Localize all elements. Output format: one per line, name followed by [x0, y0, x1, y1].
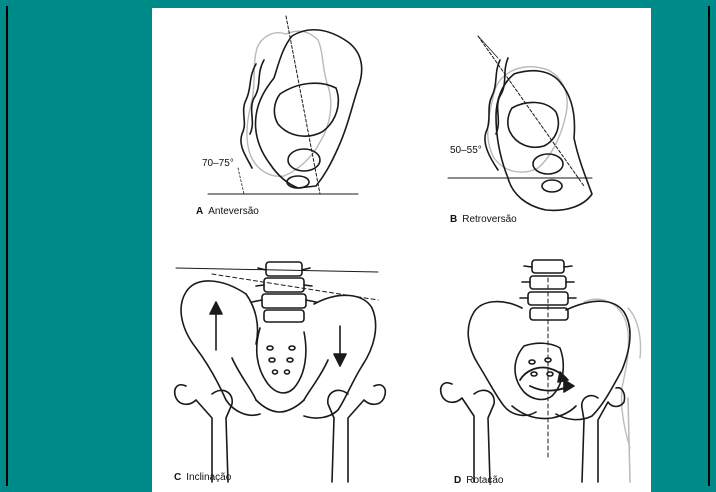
panel-b-label: Retroversão [462, 214, 516, 225]
panel-b-angle: 50–55° [450, 145, 482, 156]
panel-b-letter: B [450, 214, 457, 225]
panel-c-caption: C Inclinação [174, 472, 231, 483]
panel-a-angle: 70–75° [202, 158, 234, 169]
pelvis-figure [152, 8, 651, 492]
panel-d-label: Rotação [466, 475, 503, 486]
panel-d-caption: D Rotação [454, 475, 503, 486]
panel-c-drawing [175, 262, 386, 482]
panel-d-drawing [441, 260, 641, 482]
figure-page: 70–75° 50–55° A Anteversão B Retroversão C… [152, 8, 651, 492]
panel-c-letter: C [174, 472, 181, 483]
panel-a-letter: A [196, 206, 203, 217]
panel-b-drawing [448, 36, 592, 210]
panel-b-caption: B Retroversão [450, 214, 517, 225]
panel-a-label: Anteversão [208, 206, 259, 217]
panel-a-caption: A Anteversão [196, 206, 259, 217]
panel-d-letter: D [454, 475, 461, 486]
panel-c-label: Inclinação [186, 472, 231, 483]
